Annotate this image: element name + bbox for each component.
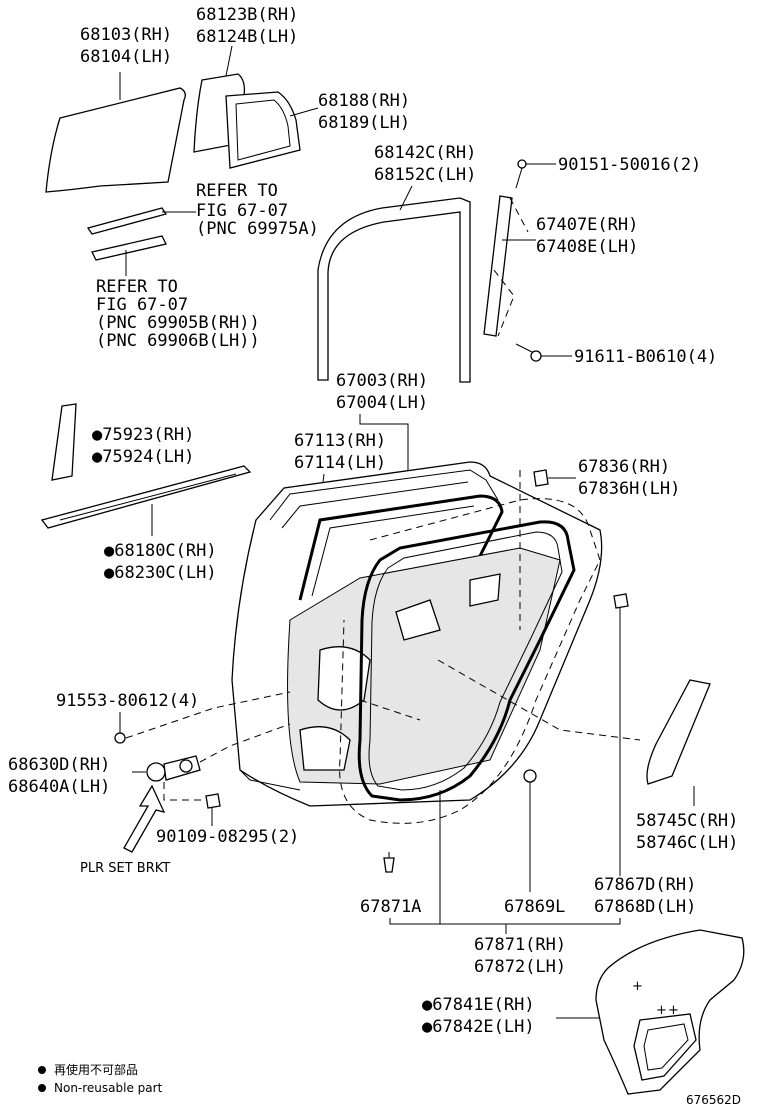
- refer2-line3: (PNC 69905B(RH)): [96, 313, 260, 333]
- label-67003: 67003(RH): [336, 371, 428, 391]
- label-68123b: 68123B(RH): [196, 5, 298, 25]
- label-68142c: 68142C(RH): [374, 143, 476, 163]
- label-68104: 68104(LH): [80, 47, 172, 67]
- label-67408e: 67408E(LH): [536, 237, 638, 257]
- refer2-line4: (PNC 69906B(LH)): [96, 331, 260, 351]
- label-67836: 67836(RH): [578, 457, 670, 477]
- door-weatherstrip: [339, 470, 641, 824]
- refer2-line2: FIG 67-07: [96, 295, 188, 315]
- bolt-91611: [515, 343, 542, 362]
- door-pad: [646, 679, 711, 785]
- plus-mark: +: [656, 1003, 667, 1018]
- label-75923: ●75923(RH): [92, 425, 194, 445]
- clip-67869l: [523, 769, 537, 892]
- label-67113: 67113(RH): [294, 431, 386, 451]
- leader-frame: [289, 107, 319, 117]
- label-67871: 67871(RH): [474, 935, 566, 955]
- label-67872: 67872(LH): [474, 957, 566, 977]
- leader-run-channel: [399, 185, 413, 211]
- label-90109: 90109-08295(2): [156, 827, 299, 847]
- label-67867d: 67867D(RH): [594, 875, 696, 895]
- label-58746c: 58746C(LH): [636, 833, 738, 853]
- pillar-garnish: [51, 403, 77, 481]
- legend: 再使用不可部品 Non-reusable part: [38, 1062, 163, 1095]
- label-67871a: 67871A: [360, 897, 421, 917]
- label-67842e-text: 67842E(LH): [432, 1017, 534, 1037]
- label-68230c: ●68230C(LH): [104, 563, 217, 583]
- label-68188: 68188(RH): [318, 91, 410, 111]
- arrow-icon: [123, 784, 166, 853]
- label-58745c: 58745C(RH): [636, 811, 738, 831]
- label-plr-set-brkt: PLR SET BRKT: [80, 861, 170, 876]
- plus-mark: +: [632, 979, 643, 994]
- label-68640a: 68640A(LH): [8, 777, 110, 797]
- inner-weatherstrip: [86, 207, 168, 235]
- legend-dot-icon: [38, 1066, 46, 1074]
- label-67869l: 67869L: [504, 897, 565, 917]
- label-67842e: ●67842E(LH): [422, 1017, 535, 1037]
- label-90151: 90151-50016(2): [558, 155, 701, 175]
- refer2-line1: REFER TO: [96, 277, 178, 297]
- label-68180c: ●68180C(RH): [104, 541, 217, 561]
- non-reusable-mark: ●: [422, 1017, 433, 1037]
- label-68630d: 68630D(RH): [8, 755, 110, 775]
- label-68180c-text: 68180C(RH): [114, 541, 216, 561]
- refer1-line2: FIG 67-07: [196, 201, 288, 221]
- label-67841e: ●67841E(RH): [422, 995, 535, 1015]
- figure-number: 676562D: [686, 1093, 741, 1107]
- non-reusable-mark: ●: [104, 541, 115, 561]
- division-bar: [483, 195, 529, 337]
- clip-67871a: [383, 852, 395, 873]
- belt-moulding: [40, 465, 252, 529]
- label-67868d: 67868D(LH): [594, 897, 696, 917]
- bracket-67871: [389, 918, 621, 925]
- label-68152c: 68152C(LH): [374, 165, 476, 185]
- door-panel: [231, 461, 603, 807]
- guide-91553: [125, 691, 291, 739]
- guide-90109: [163, 782, 206, 801]
- refer1-line3: (PNC 69975A): [196, 219, 319, 239]
- non-reusable-mark: ●: [92, 425, 103, 445]
- clip-67836: [533, 469, 549, 487]
- label-67004: 67004(LH): [336, 393, 428, 413]
- label-67114: 67114(LH): [294, 453, 386, 473]
- label-75924: ●75924(LH): [92, 447, 194, 467]
- non-reusable-mark: ●: [422, 995, 433, 1015]
- label-91611: 91611-B0610(4): [574, 347, 717, 367]
- label-68103: 68103(RH): [80, 25, 172, 45]
- glass-run-channel: [317, 197, 471, 383]
- quarter-window-frame: [225, 91, 301, 169]
- label-67407e: 67407E(RH): [536, 215, 638, 235]
- label-68189: 68189(LH): [318, 113, 410, 133]
- service-hole-cover: + + +: [595, 929, 745, 1095]
- bolt-90109: [205, 793, 221, 809]
- label-68124b: 68124B(LH): [196, 27, 298, 47]
- clip-67867d: [613, 593, 629, 876]
- guide-striker: [199, 723, 291, 763]
- plus-mark: +: [668, 1003, 679, 1018]
- label-68230c-text: 68230C(LH): [114, 563, 216, 583]
- label-91553: 91553-80612(4): [56, 691, 199, 711]
- leader-67003: [359, 414, 409, 500]
- legend-jp: 再使用不可部品: [54, 1062, 138, 1077]
- outer-belt-moulding: [91, 235, 167, 261]
- screw-90151: [515, 159, 527, 189]
- door-striker: [146, 755, 201, 782]
- label-67841e-text: 67841E(RH): [432, 995, 534, 1015]
- label-67836h: 67836H(LH): [578, 479, 680, 499]
- leader-quarter-glass: [225, 45, 233, 77]
- refer1-line1: REFER TO: [196, 181, 278, 201]
- label-75924-text: 75924(LH): [102, 447, 194, 467]
- non-reusable-mark: ●: [104, 563, 115, 583]
- label-75923-text: 75923(RH): [102, 425, 194, 445]
- bolt-91553: [114, 712, 126, 744]
- legend-dot-icon: [38, 1084, 46, 1092]
- door-glass: [45, 87, 186, 193]
- legend-en: Non-reusable part: [54, 1081, 163, 1095]
- non-reusable-mark: ●: [92, 447, 103, 467]
